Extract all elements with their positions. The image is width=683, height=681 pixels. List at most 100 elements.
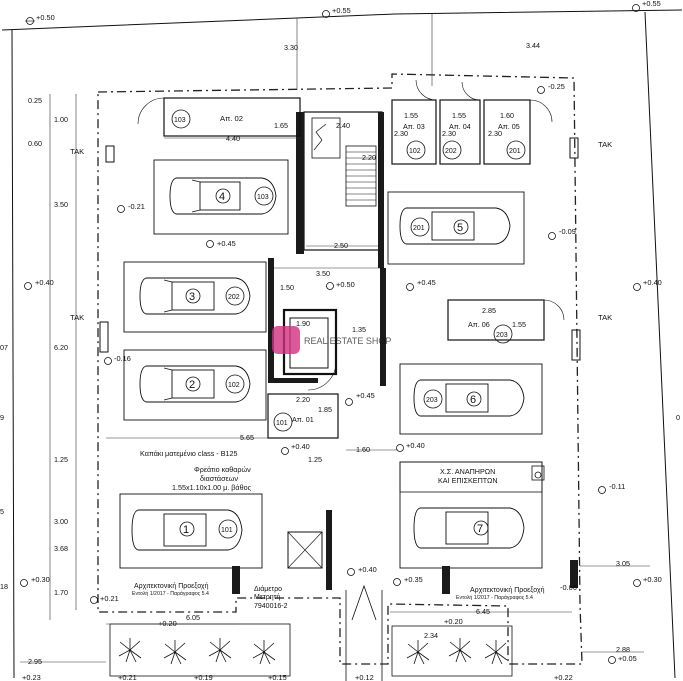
dim-label: 1.35 — [352, 325, 366, 334]
level-label: -0.21 — [128, 202, 145, 211]
parking-number: 1 — [183, 524, 189, 536]
note-arch-projection: Αρχιτεκτονική Προεξοχή — [470, 587, 545, 594]
unit-tag: 101 — [276, 420, 288, 427]
parking-number-marker — [473, 520, 489, 536]
room-label: Απ. 03 — [403, 122, 425, 131]
tak-box — [99, 321, 109, 353]
parking-number: 5 — [457, 222, 463, 234]
building-outline — [97, 73, 583, 665]
parking-number: 2 — [189, 379, 195, 391]
tak-label: ΤΑΚ — [598, 313, 612, 322]
plot-boundary — [1, 9, 683, 31]
dim-label: 3.00 — [54, 517, 68, 526]
unit-tag: 201 — [413, 225, 425, 232]
dim-label: 2.88 — [616, 645, 630, 654]
plot-boundary-right — [644, 11, 676, 679]
dim-label: 4.40 — [226, 134, 240, 143]
level-label: +0.15 — [268, 673, 287, 681]
room-label: Απ. 01 — [292, 415, 314, 424]
dim-label: 2.95 — [28, 657, 42, 666]
note-clean-pit: 1.55x1.10x1.00 μ. βάθος — [172, 483, 252, 492]
column — [570, 560, 578, 588]
dim-label: 1.25 — [54, 455, 68, 464]
car-1 — [131, 509, 243, 551]
dim-label: 2.30 — [442, 129, 456, 138]
door-swing — [137, 97, 165, 125]
level-label: +0.40 — [358, 565, 377, 574]
manhole-cross — [287, 531, 323, 569]
wall — [268, 258, 274, 382]
level-label: +0.45 — [217, 239, 236, 248]
tak-box — [105, 145, 115, 163]
dim-label: 1.25 — [308, 455, 322, 464]
unit-tag: 101 — [221, 527, 233, 534]
stair-core — [303, 111, 383, 251]
note-meter: 7940016-2 — [254, 603, 288, 610]
tak-box — [569, 137, 579, 159]
level-label: -0.25 — [548, 82, 565, 91]
dim-label: 0.60 — [28, 139, 42, 148]
level-label: +0.50 — [336, 280, 355, 289]
dim-label: 2.20 — [362, 153, 376, 162]
disabled-box — [399, 461, 543, 493]
level-label: +0.35 — [404, 575, 423, 584]
dim-label: 1.60 — [500, 111, 514, 120]
level-label: +0.22 — [554, 673, 573, 681]
manhole — [287, 531, 323, 569]
dim-label: 3.50 — [54, 200, 68, 209]
note-meter: Διάμετρο — [254, 585, 282, 593]
car-5 — [399, 207, 511, 245]
parking-number-marker — [453, 219, 469, 235]
dim-label: 3.30 — [284, 43, 298, 52]
shrubs — [118, 638, 508, 665]
dim-label: 2.85 — [482, 306, 496, 315]
dim-label: 2.34 — [424, 631, 438, 640]
dim-label: 3.68 — [54, 544, 68, 553]
dim-label: 0.25 — [28, 96, 42, 105]
door-swing — [461, 81, 481, 101]
stairs — [311, 117, 377, 207]
level-label: +0.45 — [356, 391, 375, 400]
note-disabled-parking: ΚΑΙ ΕΠΙΣΚΕΠΤΩΝ — [438, 476, 498, 485]
level-label: +0.19 — [194, 673, 213, 681]
dim-label: 18 — [0, 582, 8, 591]
parking-bay-6 — [399, 363, 543, 435]
unit-tag: 103 — [174, 117, 186, 124]
level-label: +0.21 — [100, 594, 119, 603]
level-label: +0.55 — [332, 6, 351, 15]
level-label: +0.40 — [643, 278, 662, 287]
column — [232, 566, 240, 594]
room-label: Απ. 05 — [498, 122, 520, 131]
car-3 — [139, 277, 251, 315]
note-clean-pit: Φρεάτιο καθαρών — [194, 465, 251, 474]
parking-number-marker — [185, 288, 201, 304]
column — [442, 566, 450, 594]
level-label: +0.40 — [291, 442, 310, 451]
note-clean-pit: διαστάσεων — [200, 474, 238, 483]
tak-label: ΤΑΚ — [70, 313, 84, 322]
watermark-text: REAL ESTATE SHOP — [304, 336, 391, 346]
level-label: +0.40 — [35, 278, 54, 287]
dim-label: 0 — [676, 413, 680, 422]
level-label: +0.23 — [22, 673, 41, 681]
wall — [268, 378, 318, 383]
tak-label: ΤΑΚ — [70, 147, 84, 156]
parking-number: 4 — [219, 191, 225, 203]
dim-label: 07 — [0, 343, 8, 352]
door-swing — [415, 79, 437, 101]
garden-strip — [391, 625, 513, 677]
dim-label: 6.05 — [186, 613, 200, 622]
parking-number-marker — [185, 376, 201, 392]
door-swing — [543, 299, 565, 321]
dim-label: 1.00 — [54, 115, 68, 124]
unit-tag: 202 — [445, 148, 457, 155]
dim-label: 6.45 — [476, 607, 490, 616]
level-label: +0.55 — [642, 0, 661, 8]
storage-apt05 — [483, 99, 531, 165]
room-label: Απ. 04 — [449, 122, 471, 131]
dim-label: 1.60 — [356, 445, 370, 454]
note-arch-projection: Εντολή 1/2017 - Παράγραφος 5.4 — [456, 594, 533, 601]
dim-label: 3.50 — [316, 269, 330, 278]
car-7 — [413, 507, 525, 549]
dim-label: 1.90 — [296, 319, 310, 328]
